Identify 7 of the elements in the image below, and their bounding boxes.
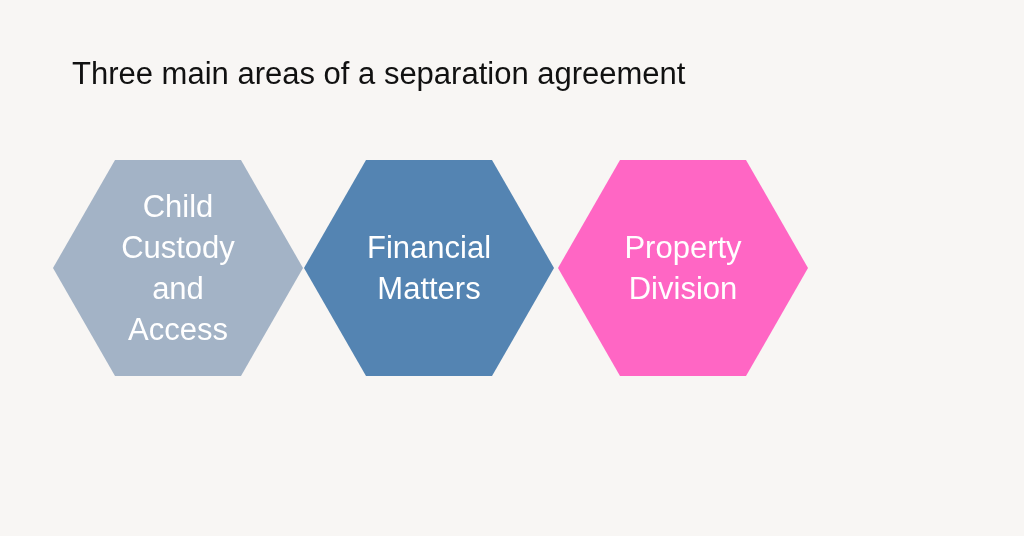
hexagon-node [558,160,808,376]
hexagon-node [53,160,303,376]
hexagon-node [304,160,554,376]
node-text: Property Division [623,229,743,308]
node-text: Child Custody and Access [120,188,236,349]
node-text: Financial Matters [365,229,493,308]
diagram-title: Three main areas of a separation agreement [72,56,686,92]
